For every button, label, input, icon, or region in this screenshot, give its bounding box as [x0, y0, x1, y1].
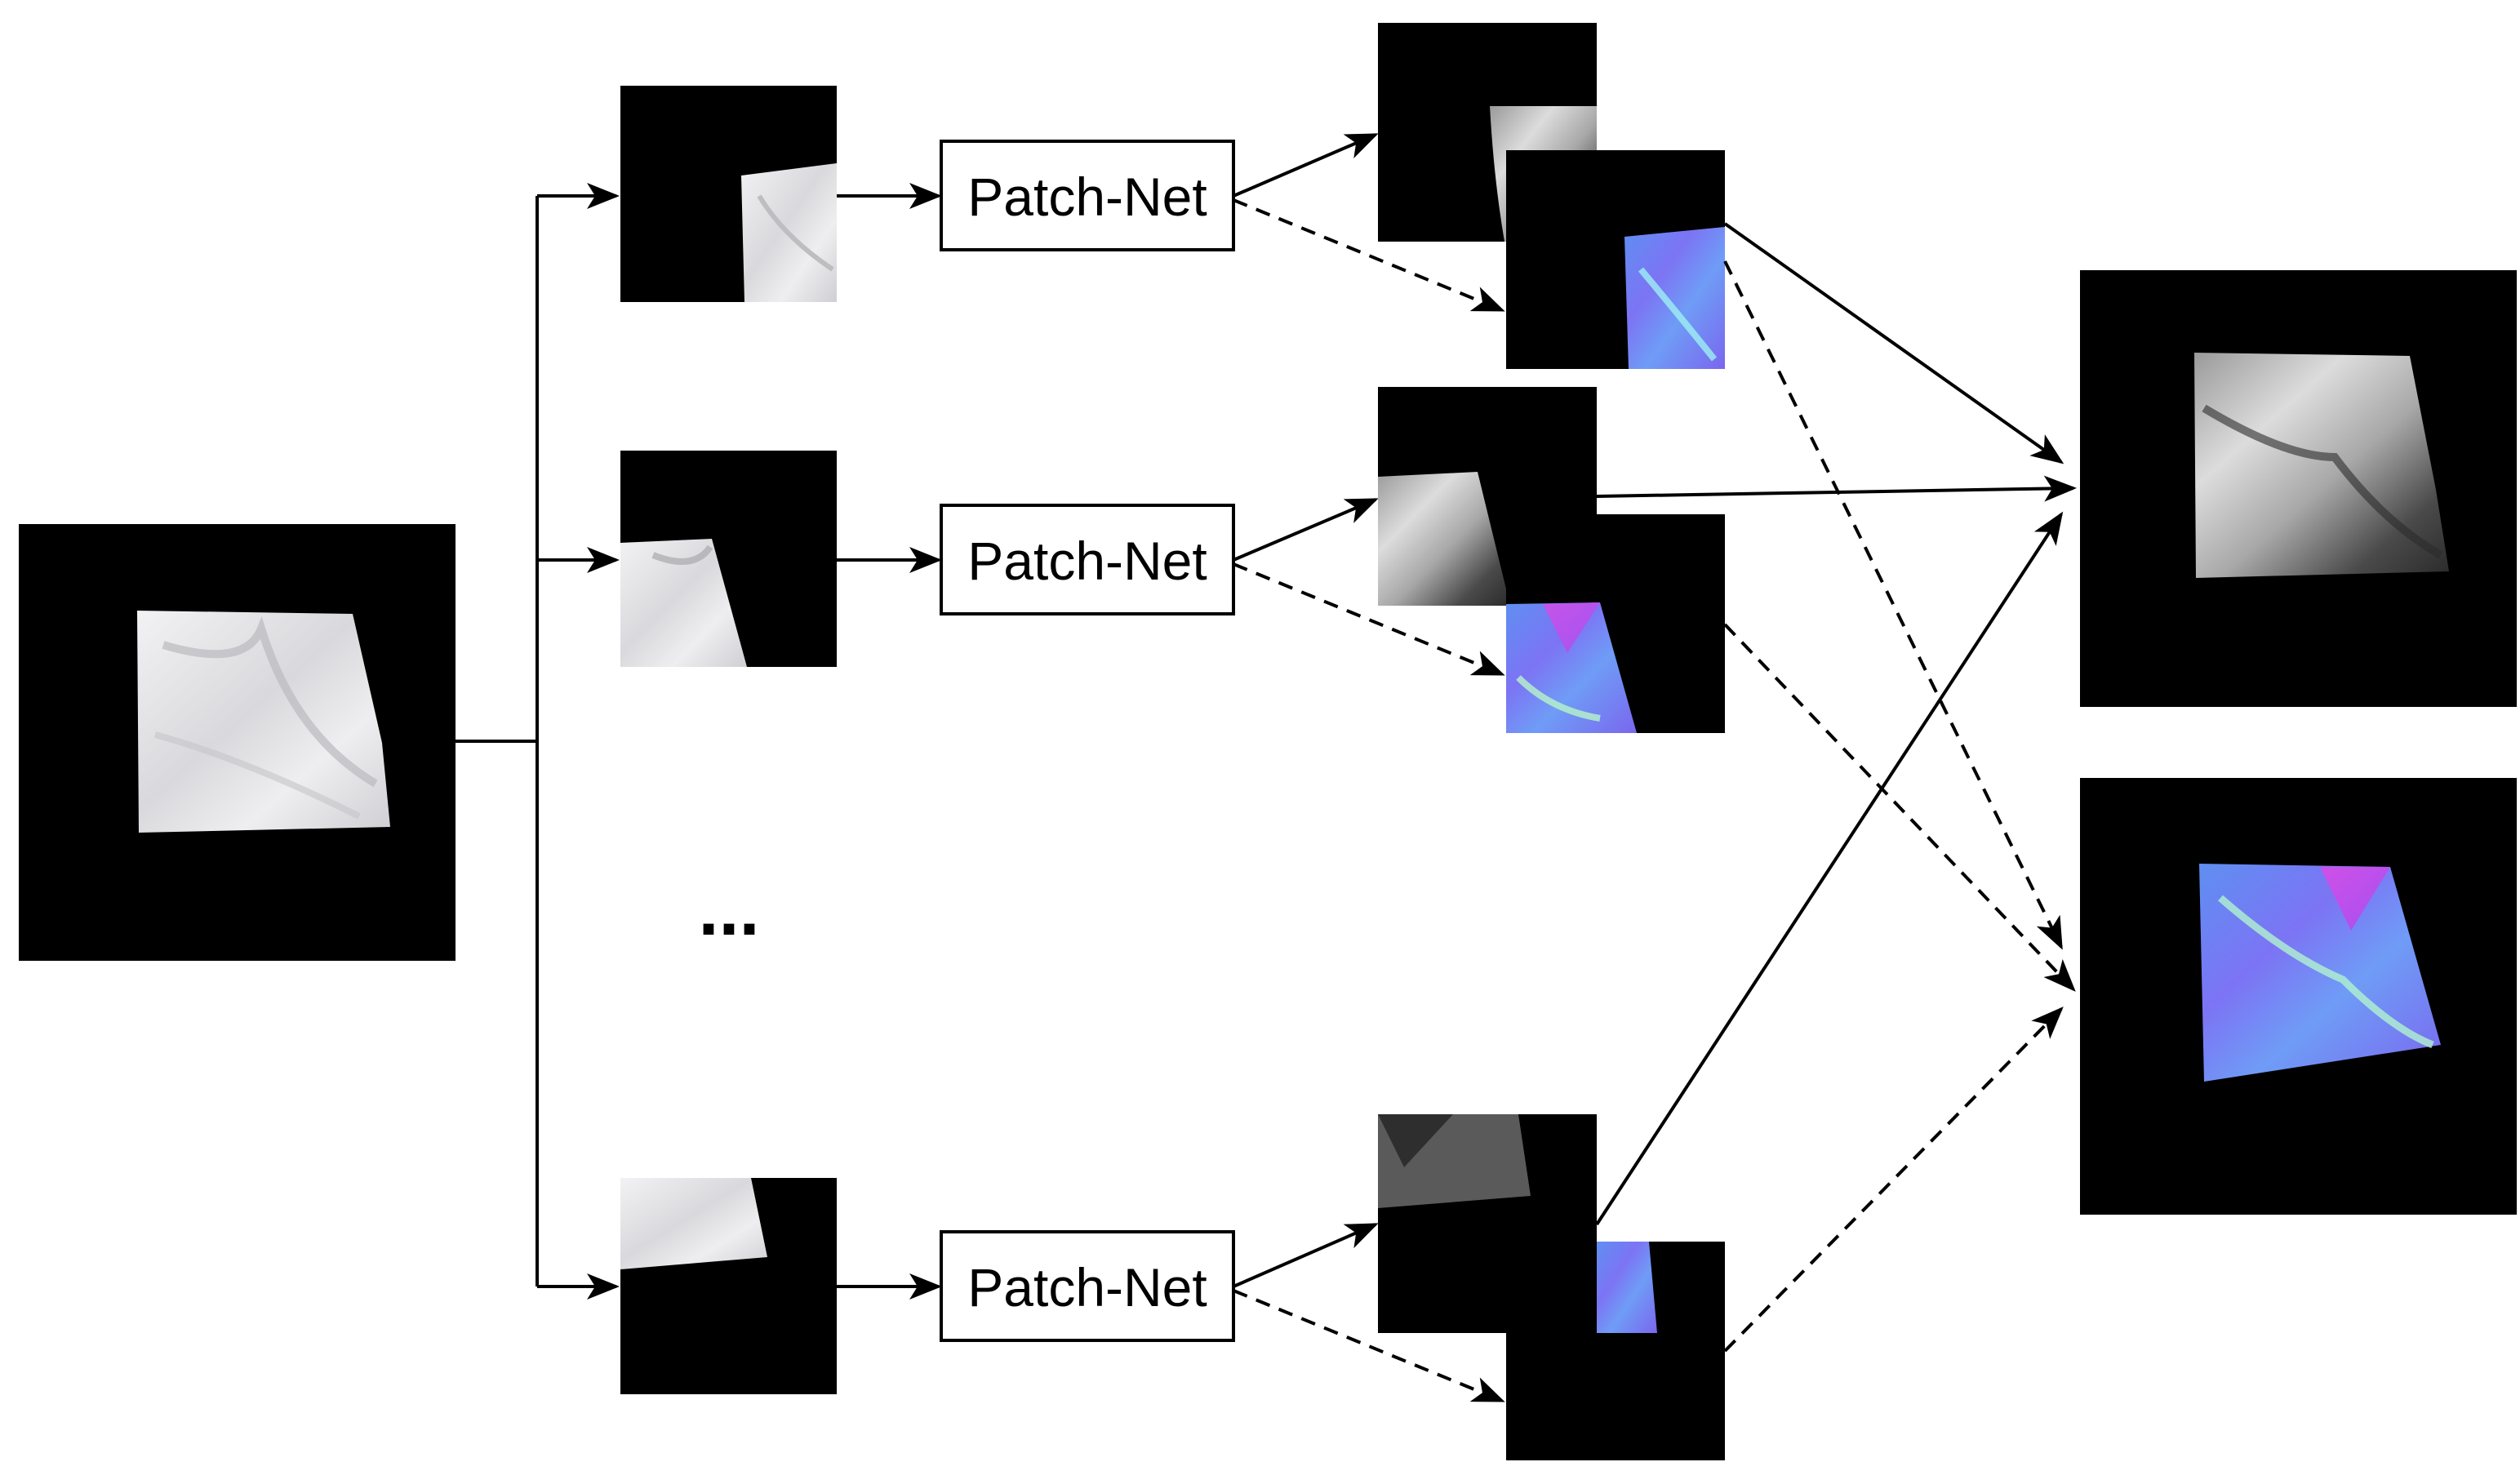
final-normal-map — [2080, 778, 2517, 1215]
patch-image-top — [620, 86, 837, 302]
ellipsis-group: ... — [698, 869, 759, 951]
ellipsis: ... — [698, 869, 759, 951]
patch-net-box-middle: Patch-Net — [940, 504, 1235, 615]
patch-net-label: Patch-Net — [967, 167, 1207, 227]
patch-normal-output-bottom-visible — [1597, 1242, 1657, 1333]
patch-normal-output-middle — [1506, 514, 1725, 733]
net-to-output-arrows — [1233, 133, 1505, 1402]
patch-image-middle — [620, 451, 837, 667]
input-image — [19, 524, 456, 961]
final-depth-map — [2080, 270, 2517, 707]
split-connector — [456, 183, 620, 1300]
patch-depth-output-bottom — [1378, 1114, 1597, 1333]
merge-arrows — [1595, 222, 2077, 1353]
patch-net-box-top: Patch-Net — [940, 140, 1235, 251]
patch-image-bottom — [620, 1178, 837, 1394]
patch-net-label: Patch-Net — [967, 531, 1207, 591]
patch-net-label: Patch-Net — [967, 1257, 1207, 1318]
patch-to-net-arrows — [837, 183, 942, 1300]
input-cloth — [137, 611, 390, 833]
patch-normal-output-top — [1506, 150, 1725, 369]
patch-net-box-bottom: Patch-Net — [940, 1230, 1235, 1342]
